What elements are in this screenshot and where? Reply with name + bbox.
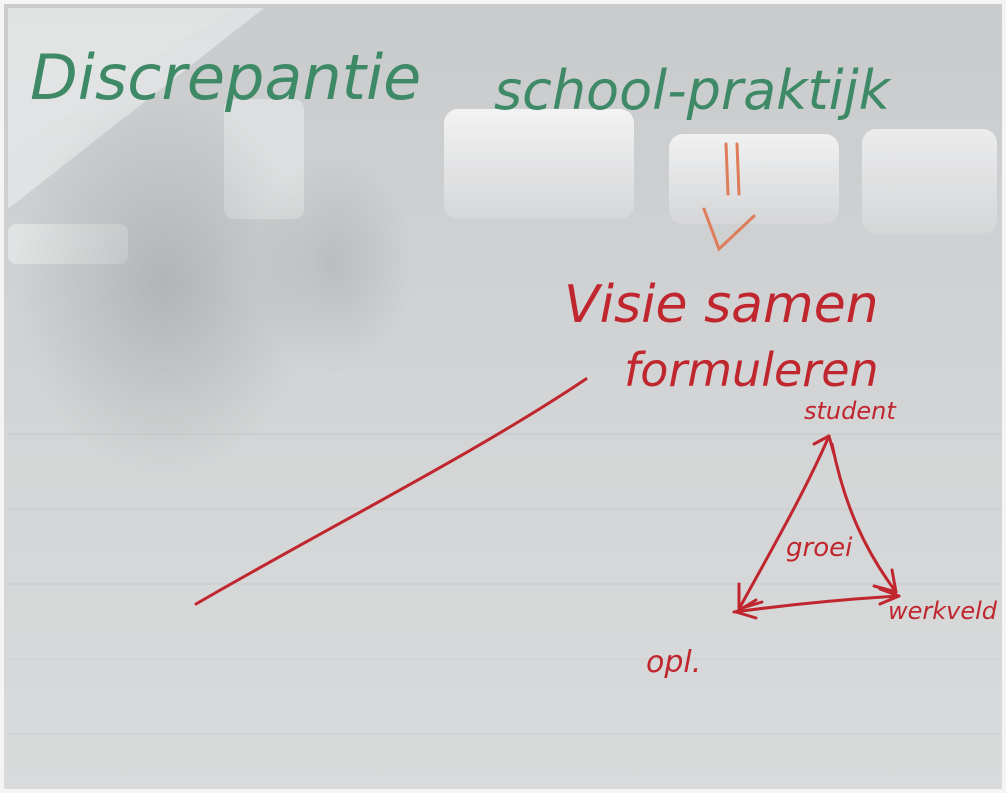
- arrow-opl-to-werkveld: [732, 594, 901, 614]
- conclusion-line1-text: Visie samen: [564, 275, 879, 335]
- heading-left-text: Discrepantie: [30, 41, 421, 114]
- conclusion-line2-text: formuleren: [624, 343, 879, 397]
- triangle-top-label: student: [804, 397, 897, 425]
- triangle-diagram: [732, 434, 901, 620]
- heading-right-text: school-praktijk: [494, 59, 893, 122]
- arrow-student-to-opl: [737, 434, 831, 611]
- triangle-bottom-right-label: werkveld: [888, 597, 998, 625]
- triangle-bottom-left-label: opl.: [646, 645, 701, 680]
- whiteboard: Discrepantie school-praktijk Visie samen…: [8, 8, 1002, 735]
- diagonal-line: [194, 377, 588, 606]
- arrow-student-to-werkveld: [830, 442, 898, 594]
- triangle-center-label: groei: [786, 533, 853, 563]
- board-reflections: [8, 8, 1002, 735]
- down-arrow-icon: [702, 142, 756, 252]
